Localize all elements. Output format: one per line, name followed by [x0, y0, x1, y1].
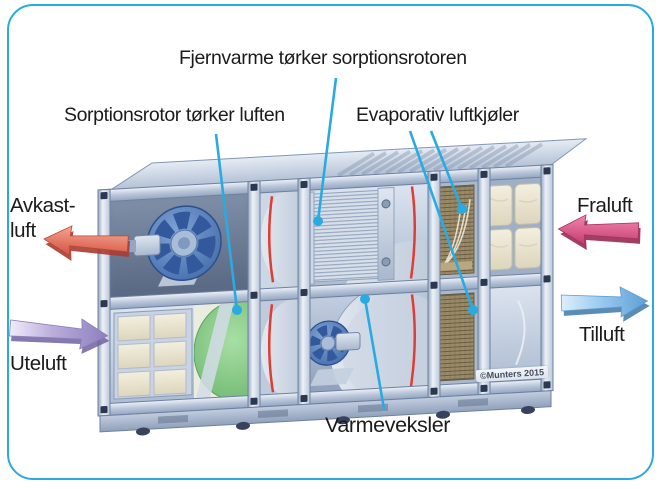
label-heat-exchanger: Varmeveksler: [325, 413, 451, 437]
label-extract-air: Fraluft: [577, 194, 633, 217]
outdoor-air-arrow-icon: [9, 318, 110, 355]
supply-end-panel: [482, 285, 541, 383]
supply-air-arrow-icon: [560, 286, 650, 322]
label-supply-air: Tilluft: [579, 323, 625, 346]
leader-lines: [214, 77, 475, 410]
sorption-rotor-rim-top: [261, 190, 298, 288]
label-exhaust-air: Avkast- luft: [10, 193, 76, 243]
label-sorption-rotor: Sorptionsrotor tørker luften: [64, 104, 285, 126]
label-exhaust-air-line1: Avkast-: [10, 194, 76, 217]
supply-fan: [305, 320, 361, 387]
extract-air-arrow-icon: [557, 214, 641, 250]
unit-roof: [108, 138, 588, 191]
label-exhaust-air-line2: luft: [10, 219, 36, 242]
frame-corner-nodes: [100, 167, 551, 414]
panel-filters: [113, 308, 193, 400]
heat-exchanger-wheel-top: [334, 186, 428, 287]
label-district-heating: Fjernvarme tørker sorptionsrotoren: [179, 47, 467, 69]
leader-dots: [232, 204, 478, 315]
label-outdoor-air: Uteluft: [10, 352, 67, 375]
air-handling-unit: [97, 138, 588, 436]
unit-base: [99, 390, 552, 436]
exhaust-air-arrow-icon: [43, 225, 131, 261]
heating-coil: [303, 186, 395, 286]
label-evaporative-cooler: Evaporativ luftkjøler: [356, 104, 519, 126]
green-sorption-rotor: [194, 301, 248, 399]
bag-filters: [482, 177, 542, 277]
exhaust-fan: [114, 197, 244, 294]
sorption-rotor-rim-bottom: [261, 298, 298, 396]
